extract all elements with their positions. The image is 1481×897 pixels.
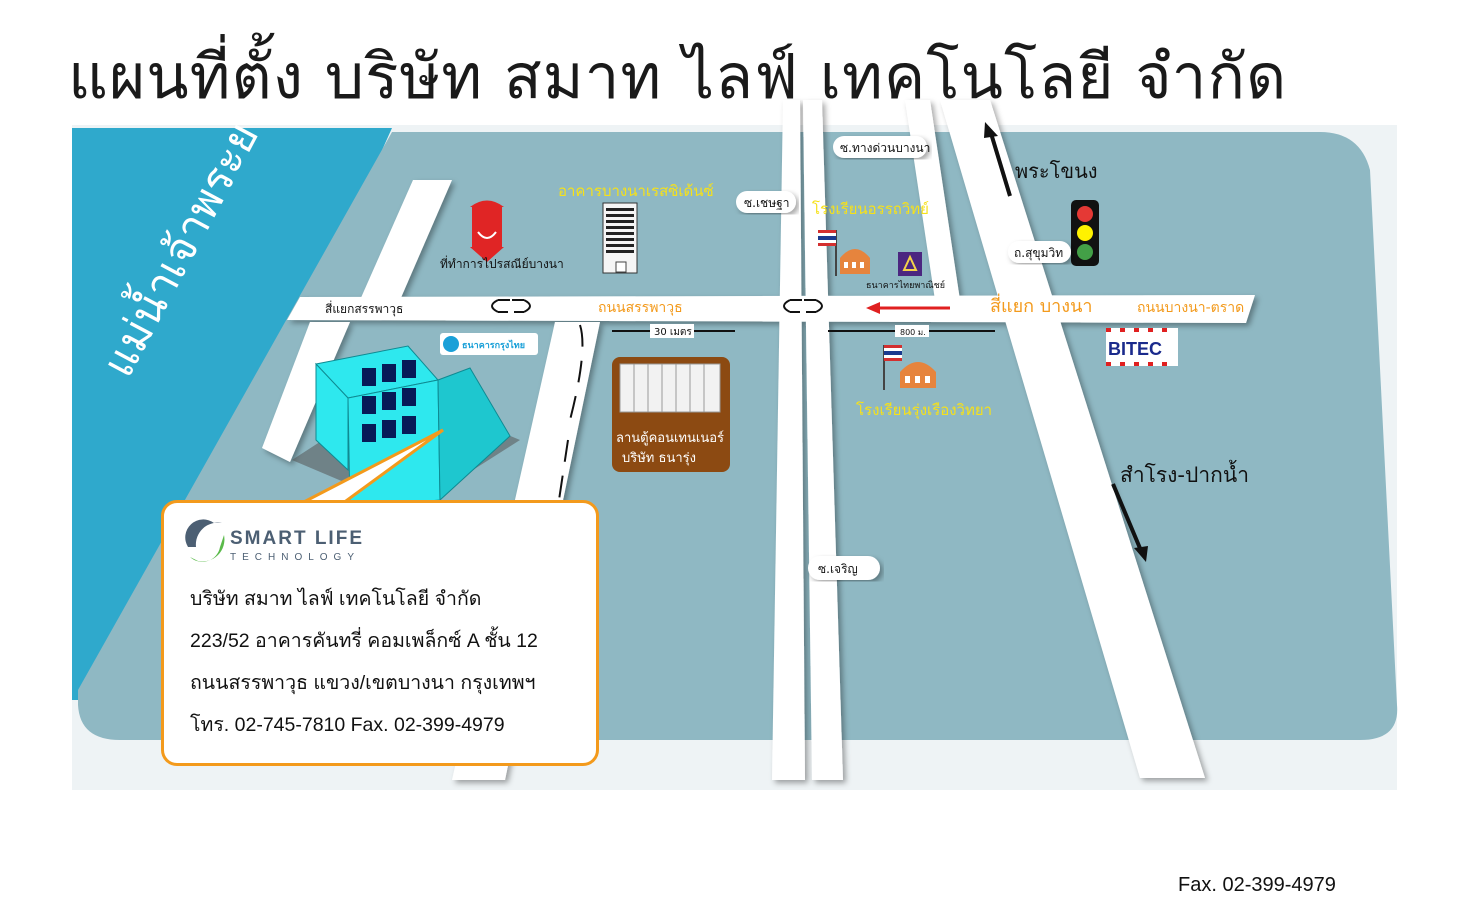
- distance-800m-label: 800 ม.: [900, 328, 926, 337]
- pill-soi-setthi: ซ.เชษฐา: [736, 191, 796, 213]
- thai-flag-icon: [818, 230, 837, 276]
- bitec-label: BITEC: [1108, 339, 1162, 359]
- container-yard-label: ลานตู้คอนเทนเนอร์: [616, 430, 724, 446]
- scb-label: ธนาคารไทยพาณิชย์: [866, 279, 945, 291]
- page-title: แผนที่ตั้ง บริษัท สมาท ไลฟ์ เทคโนโลยี จำ…: [68, 40, 1288, 113]
- residence-building-icon: [602, 202, 638, 274]
- road-bangnatrat-label: ถนนบางนา-ตราด: [1137, 300, 1244, 316]
- distance-800m: 800 ม.: [828, 325, 995, 337]
- pill-soi-charoen: ซ.เจริญ: [808, 556, 880, 580]
- road-center-lane1: [772, 100, 805, 780]
- junction-sanphawut-label: สี่แยกสรรพาวุธ: [325, 300, 403, 317]
- traffic-light-icon: [1071, 200, 1099, 266]
- north-direction-label: พระโขนง: [1015, 159, 1098, 183]
- ktb-bank-logo: ธนาคารกรุงไทย: [440, 333, 538, 355]
- red-direction-arrow: [866, 302, 950, 314]
- river: [72, 128, 392, 700]
- company-name: บริษัท สมาท ไลฟ์ เทคโนโลยี จำกัด: [190, 588, 482, 610]
- soi-charoen-label: ซ.เจริญ: [818, 562, 858, 576]
- school-south-label: โรงเรียนรุ่งเรืองวิทยา: [856, 401, 992, 420]
- south-direction-label: สำโรง-ปากน้ำ: [1120, 460, 1249, 487]
- junction-bangna-label: สี่แยก บางนา: [990, 293, 1093, 317]
- pill-sukhumvit: ถ.สุขุมวิท: [1008, 241, 1071, 263]
- distance-30m: 30 เมตร: [612, 324, 735, 338]
- company-address-line1: 223/52 อาคารคันทรี่ คอมเพล็กซ์ A ชั้น 12: [190, 630, 538, 652]
- ktb-label: ธนาคารกรุงไทย: [462, 339, 525, 351]
- school-south-icon: [900, 362, 936, 388]
- company-contact: โทร. 02-745-7810 Fax. 02-399-4979: [190, 714, 505, 736]
- pill-soi-thangduan: ซ.ทางด่วนบางนา: [833, 136, 930, 158]
- logo-line1: SMART LIFE: [230, 528, 364, 549]
- south-arrow: [1111, 483, 1148, 562]
- road-sukhumvit: [940, 100, 1205, 778]
- road-sanphawut-label: ถนนสรรพาวุธ: [598, 300, 683, 316]
- smartlife-logo: SMART LIFE TECHNOLOGY: [185, 519, 364, 563]
- u-turn-icon-2: [783, 299, 823, 313]
- road-nw-diagonal: [360, 180, 452, 300]
- distance-30m-label: 30 เมตร: [654, 327, 692, 338]
- company-address-line2: ถนนสรรพาวุธ แขวง/เขตบางนา กรุงเทพฯ: [190, 672, 536, 694]
- north-arrow: [984, 122, 1012, 197]
- post-office-icon: [470, 200, 504, 262]
- road-main-horizontal: [287, 295, 1255, 323]
- container-yard: ลานตู้คอนเทนเนอร์ บริษัท ธนารุ่ง: [612, 357, 730, 472]
- road-center-lane2: [803, 100, 843, 780]
- company-info-card: SMART LIFE TECHNOLOGY บริษัท สมาท ไลฟ์ เ…: [161, 500, 599, 766]
- thai-flag-icon-2: [883, 345, 902, 390]
- road-west-diagonal: [262, 322, 350, 462]
- post-office-label: ที่ทำการไปรสณีย์บางนา: [440, 255, 564, 271]
- logo-line2: TECHNOLOGY: [230, 552, 360, 563]
- soi-setthi-label: ซ.เชษฐา: [744, 196, 789, 210]
- school-north-icon: [840, 249, 870, 274]
- sukhumvit-label: ถ.สุขุมวิท: [1014, 246, 1063, 261]
- residence-label: อาคารบางนาเรสซิเด้นซ์: [558, 182, 714, 200]
- container-company-label: บริษัท ธนารุ่ง: [622, 451, 696, 466]
- u-turn-icon: [491, 299, 531, 313]
- soi-thangduan-label: ซ.ทางด่วนบางนา: [840, 141, 930, 155]
- scb-bank-icon: [898, 252, 922, 276]
- bitec-logo: BITEC: [1106, 328, 1178, 366]
- school-north-label: โรงเรียนอรรถวิทย์: [812, 200, 929, 218]
